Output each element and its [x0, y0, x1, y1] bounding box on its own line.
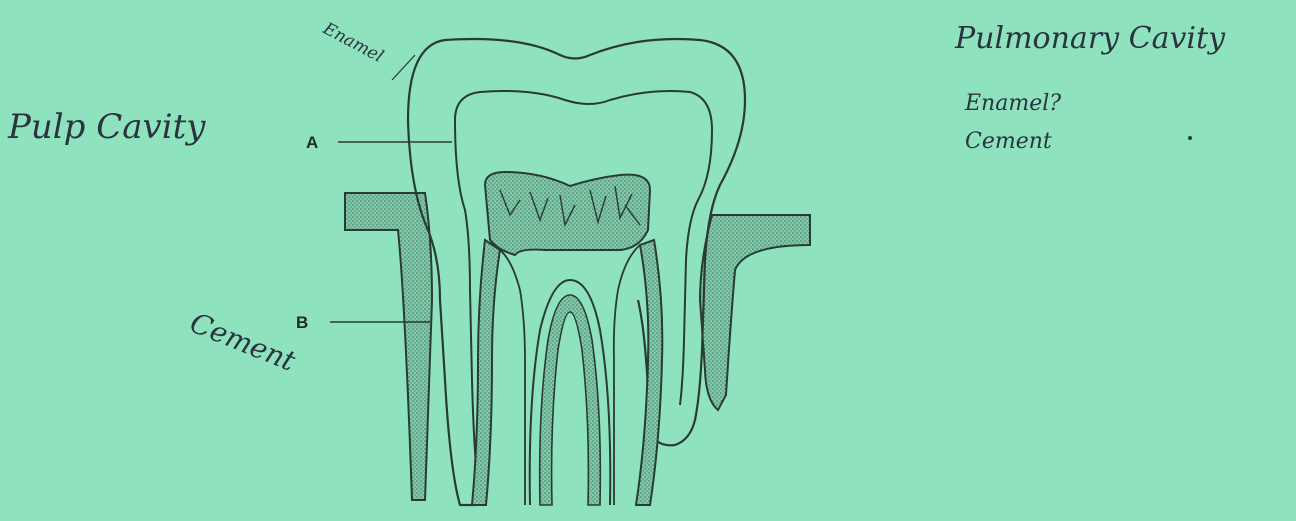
handwritten-pulp-cavity: Pulp Cavity [7, 107, 206, 147]
stray-dot [1188, 136, 1192, 140]
root-furcation-cementum [540, 295, 601, 505]
label-b: B [296, 313, 308, 332]
handwritten-enamel: Enamel [319, 18, 387, 67]
root-inner-right [614, 245, 640, 505]
handwritten-note-line-1: Pulmonary Cavity [954, 21, 1226, 56]
root-canal-right [636, 240, 662, 505]
handwritten-note-line-3: Cement [965, 129, 1052, 154]
gum-left [345, 193, 432, 500]
handwritten-cement: Cement [185, 306, 300, 378]
handwritten-note-line-2: Enamel? [964, 91, 1061, 116]
root-inner-left [500, 250, 525, 505]
root-canal-left [472, 240, 500, 505]
gum-right [700, 215, 810, 410]
label-a: A [306, 133, 318, 152]
